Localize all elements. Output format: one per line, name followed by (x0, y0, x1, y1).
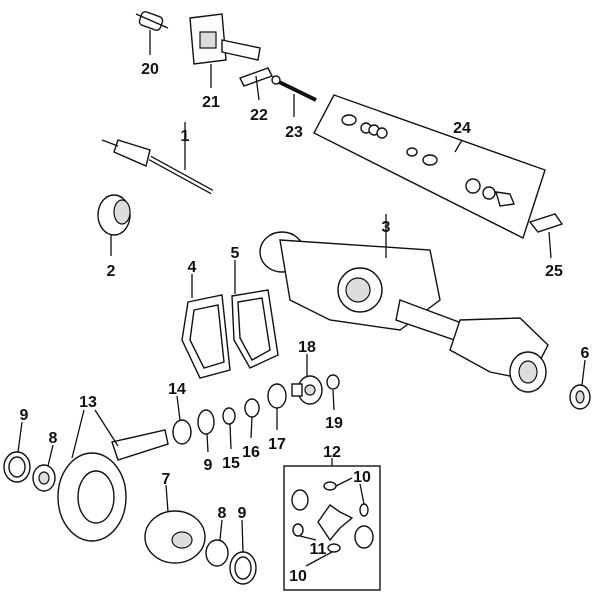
callout-labels: 20 21 22 23 24 1 2 3 25 4 5 18 6 14 19 1… (20, 61, 590, 585)
callout-9-c: 9 (238, 505, 247, 522)
part-9-shim[interactable] (197, 409, 215, 435)
part-25-gasket[interactable] (528, 213, 564, 233)
part-21-bracket[interactable] (189, 13, 261, 65)
callout-4: 4 (188, 259, 197, 276)
part-15-spacer[interactable] (222, 407, 236, 425)
leader-lines (17, 30, 586, 567)
part-12-gear-kit[interactable] (283, 465, 381, 591)
part-19-nut[interactable] (326, 374, 340, 390)
callout-16: 16 (242, 444, 260, 461)
callout-3: 3 (382, 219, 391, 236)
callout-19: 19 (325, 415, 343, 432)
callout-12: 12 (323, 444, 341, 461)
part-23-shaft[interactable] (271, 75, 317, 102)
part-2-boot[interactable] (97, 194, 131, 236)
callout-10-b: 10 (289, 568, 307, 585)
callout-21: 21 (202, 94, 220, 111)
part-1-axle-shaft[interactable] (101, 139, 214, 195)
callout-9-b: 9 (204, 457, 213, 474)
part-7-differential-case[interactable] (144, 510, 206, 564)
part-9-shim-left[interactable] (3, 451, 31, 483)
part-20-sensor[interactable] (135, 11, 169, 32)
part-9-shim-right[interactable] (229, 551, 257, 585)
part-24-seal-kit[interactable] (313, 94, 546, 239)
callout-5: 5 (231, 245, 240, 262)
callout-8: 8 (49, 430, 58, 447)
callout-2: 2 (107, 263, 116, 280)
callout-13: 13 (79, 394, 97, 411)
callout-23: 23 (285, 124, 303, 141)
part-13-ring-and-pinion[interactable] (57, 429, 169, 542)
part-16-washer[interactable] (244, 398, 260, 418)
part-4-gasket[interactable] (181, 294, 231, 379)
callout-7: 7 (162, 471, 171, 488)
callout-10: 10 (353, 469, 371, 486)
part-8-bearing-left[interactable] (32, 464, 56, 492)
callout-22: 22 (250, 107, 268, 124)
part-14-bearing[interactable] (172, 419, 192, 445)
part-8-bearing-right[interactable] (205, 539, 229, 567)
callout-17: 17 (268, 436, 286, 453)
callout-18: 18 (298, 339, 316, 356)
callout-1: 1 (181, 128, 190, 145)
part-6-seal[interactable] (569, 384, 591, 410)
part-17-bearing[interactable] (267, 383, 287, 409)
part-5-cover[interactable] (231, 289, 279, 369)
part-18-yoke[interactable] (291, 375, 323, 405)
callout-25: 25 (545, 263, 563, 280)
callout-15: 15 (222, 455, 240, 472)
callout-20: 20 (141, 61, 159, 78)
callout-14: 14 (168, 381, 186, 398)
callout-24: 24 (453, 120, 471, 137)
callout-9: 9 (20, 407, 29, 424)
callout-8-b: 8 (218, 505, 227, 522)
part-3-axle-housing[interactable] (259, 231, 549, 393)
callout-11: 11 (310, 541, 327, 558)
callout-6: 6 (581, 345, 590, 362)
